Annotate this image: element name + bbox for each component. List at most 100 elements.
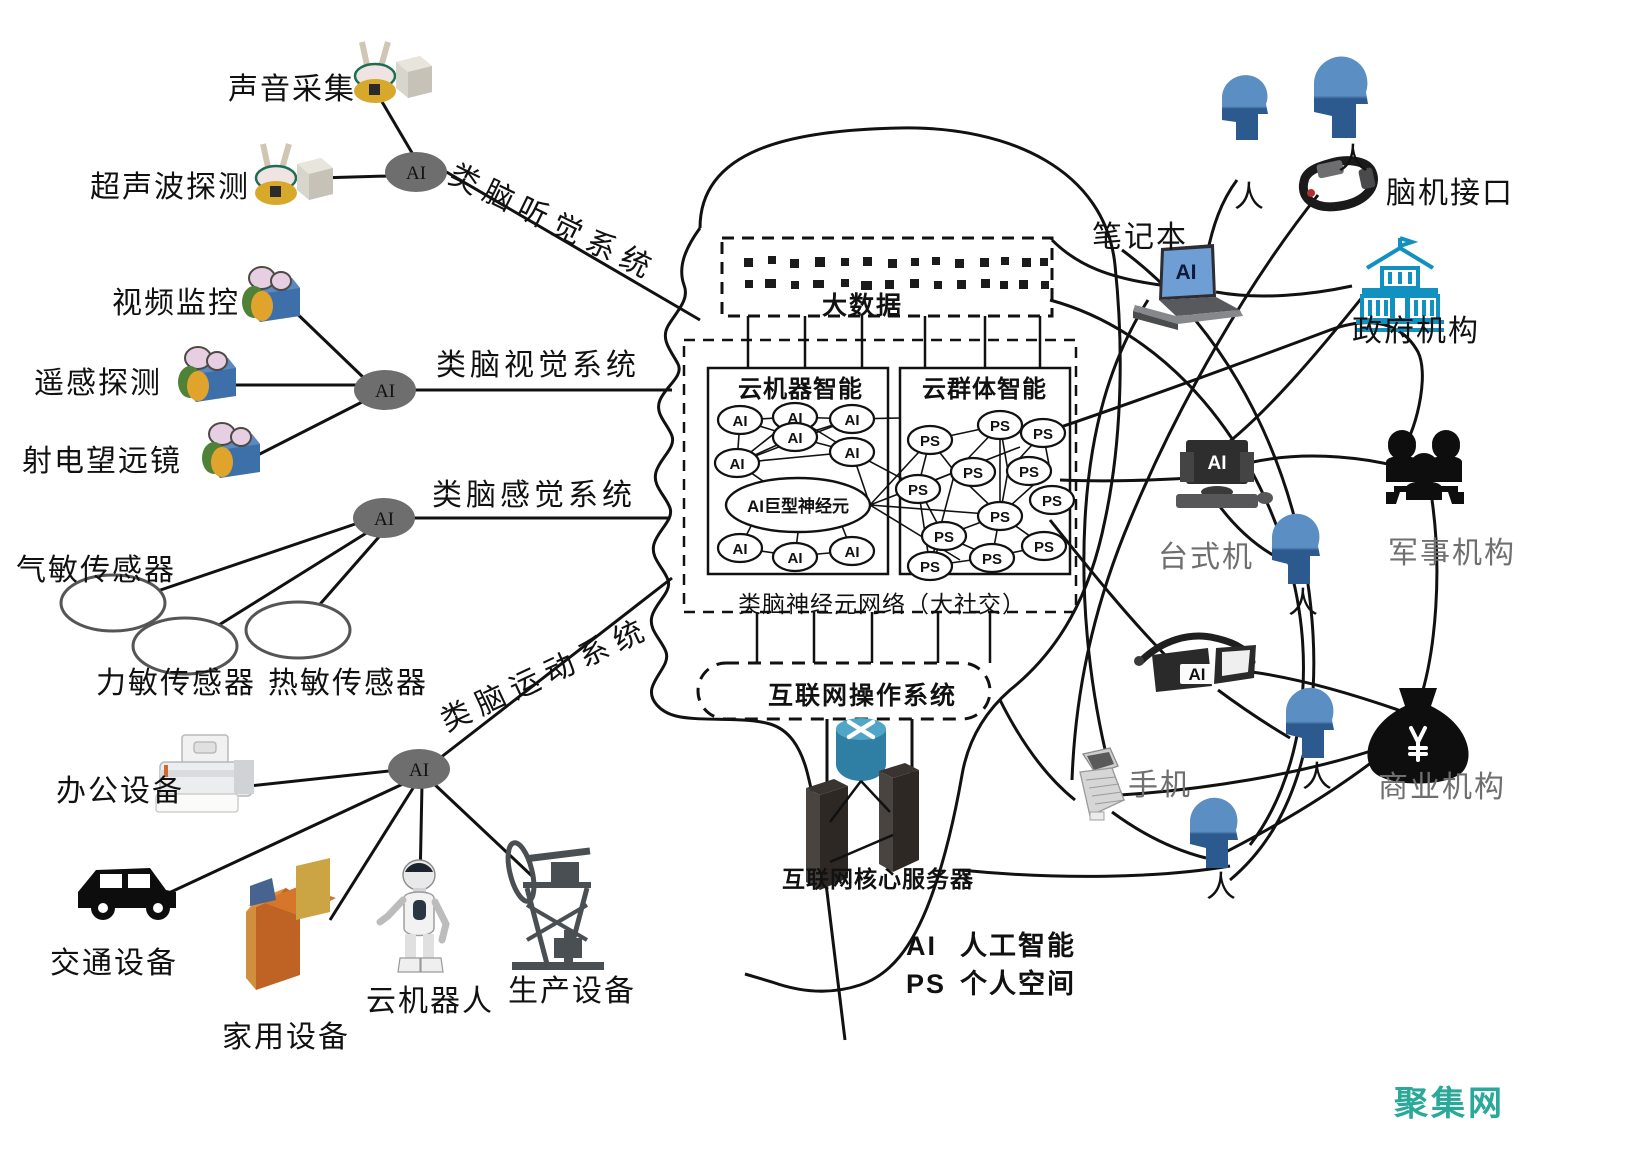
laptop-label: 笔记本 [1092, 221, 1188, 254]
microphone-sensor-icon [353, 41, 432, 103]
ps-node[interactable]: PS [894, 473, 942, 505]
cloud-machine-title: 云机器智能 [738, 376, 863, 403]
big-data-dropline-group [746, 316, 1042, 368]
svg-text:PS: PS [990, 418, 1010, 435]
gas-sensor-label: 气敏传感器 [16, 554, 176, 587]
visual-system-label: 类脑视觉系统 [436, 349, 640, 382]
svg-text:AI: AI [845, 412, 860, 429]
business-org-label: 商业机构 [1378, 771, 1506, 804]
ps-node[interactable]: PS [1019, 417, 1067, 449]
svg-text:AI: AI [788, 430, 803, 447]
ps-node[interactable]: PS [906, 424, 954, 456]
mobile-phone-label: 手机 [1128, 769, 1192, 802]
neuron-network-dashed-box [682, 338, 1078, 614]
big-data-label: 大数据 [822, 292, 904, 320]
motor-hub[interactable]: AI [388, 749, 450, 789]
svg-text:AI: AI [845, 445, 860, 462]
internet-os-label: 互联网操作系统 [768, 682, 958, 710]
person-4-label: 人 [1302, 761, 1334, 794]
microphone-sensor-icon [254, 143, 333, 205]
person-silhouette-icon [1286, 687, 1334, 758]
ai-node[interactable]: AI [716, 532, 764, 564]
ps-node[interactable]: PS [906, 550, 954, 582]
neuron-network-caption: 类脑神经元网络（大社交） [738, 592, 1026, 617]
svg-text:PS: PS [1019, 464, 1039, 481]
svg-text:AI: AI [730, 456, 745, 473]
svg-text:PS: PS [920, 559, 940, 576]
svg-text:PS: PS [920, 433, 940, 450]
ps-node[interactable]: PS [1005, 455, 1053, 487]
home-equipment-label: 家用设备 [222, 1021, 350, 1054]
person-silhouette-icon [1314, 56, 1368, 138]
watermark: 聚集网 [1394, 1085, 1505, 1123]
ps-node[interactable]: PS [1020, 530, 1068, 562]
os-dropline-group [755, 612, 992, 663]
flip-phone-icon [1079, 747, 1126, 821]
person-2-label: 人 [1338, 143, 1370, 176]
government-building-icon [1356, 236, 1444, 332]
person-silhouette-icon [1272, 513, 1320, 584]
remote-sensing-label: 遥感探测 [34, 367, 162, 400]
person-1-label: 人 [1234, 181, 1266, 214]
ps-node[interactable]: PS [976, 500, 1024, 532]
ai-node[interactable]: AI [716, 404, 764, 436]
svg-text:AI: AI [409, 760, 429, 781]
ps-node[interactable]: PS [949, 456, 997, 488]
ps-node[interactable]: PS [1028, 484, 1076, 516]
ai-node[interactable]: AI [771, 541, 819, 573]
ai-node[interactable]: AI [828, 535, 876, 567]
laptop-ai-badge: AI [1176, 261, 1197, 284]
left-sensor-links [130, 94, 701, 921]
ps-node[interactable]: PS [976, 409, 1024, 441]
svg-text:PS: PS [1042, 493, 1062, 510]
desktop-label: 台式机 [1158, 541, 1254, 574]
soldiers-icon [1386, 430, 1464, 504]
core-server-icons [806, 763, 919, 890]
video-surveillance-label: 视频监控 [112, 287, 240, 320]
bci-label: 脑机接口 [1386, 177, 1514, 210]
auditory-hub[interactable]: AI [385, 152, 447, 192]
svg-text:AI: AI [788, 550, 803, 567]
svg-text:PS: PS [982, 551, 1002, 568]
svg-text:AI: AI [406, 163, 426, 184]
ellipse-sensor-icon-group [59, 573, 352, 676]
svg-text:PS: PS [908, 482, 928, 499]
ultrasonic-detection-label: 超声波探测 [90, 171, 250, 204]
svg-text:PS: PS [963, 465, 983, 482]
ai-node[interactable]: AI [713, 447, 761, 479]
internet-os-pill [696, 661, 992, 721]
ai-giant-neuron-label: AI巨型神经元 [747, 496, 849, 516]
legend-ps-label: 个人空间 [960, 969, 1076, 999]
sound-collection-label: 声音采集 [228, 73, 356, 106]
svg-text:PS: PS [934, 529, 954, 546]
svg-text:AI: AI [374, 509, 394, 530]
svg-text:AI: AI [375, 381, 395, 402]
glasses-icon: AI [1134, 632, 1256, 692]
car-icon [78, 868, 176, 920]
ps-node[interactable]: PS [968, 542, 1016, 574]
ai-node[interactable]: AI [828, 403, 876, 435]
laptop-icon: AI [1133, 244, 1243, 330]
cloud-robot-label: 云机器人 [366, 985, 494, 1018]
visual-hub[interactable]: AI [354, 370, 416, 410]
force-sensor-label: 力敏传感器 [96, 667, 256, 700]
desktop-computer-icon: AI [1176, 440, 1273, 508]
person-silhouette-icon [1222, 75, 1268, 140]
person-5-label: 人 [1206, 871, 1238, 904]
ai-node[interactable]: AI [771, 421, 819, 453]
svg-text:PS: PS [1033, 426, 1053, 443]
sensory-hub[interactable]: AI [353, 498, 415, 538]
appliance-icon [246, 858, 336, 990]
ai-giant-neuron-node[interactable]: AI巨型神经元 [724, 476, 872, 534]
ps-node[interactable]: PS [920, 520, 968, 552]
cloud-crowd-intelligence-box [898, 366, 1072, 576]
ai-node[interactable]: AI [828, 436, 876, 468]
core-servers-label: 互联网核心服务器 [782, 866, 974, 892]
oil-pump-icon [505, 840, 604, 970]
camera-icon [202, 422, 260, 478]
